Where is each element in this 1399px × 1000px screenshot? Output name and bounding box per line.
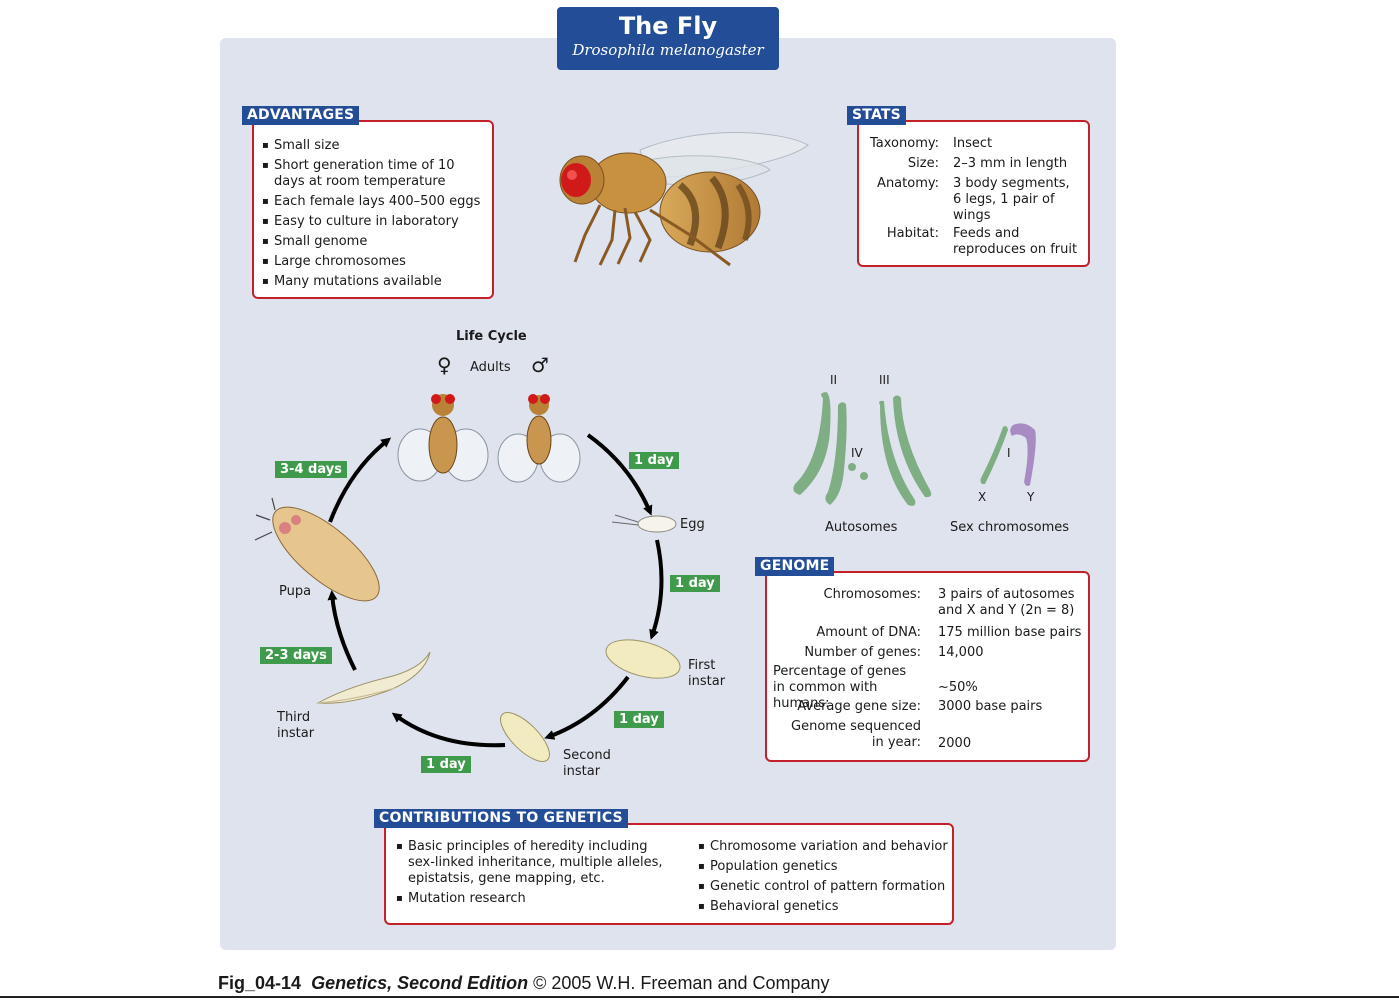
- stats-key: Anatomy:: [877, 176, 939, 191]
- cycle-arrows: [327, 433, 664, 748]
- stats-value: 2–3 mm in length: [953, 156, 1068, 171]
- title: The Fly: [618, 12, 718, 40]
- contribution-item: Population genetics: [698, 859, 948, 875]
- caption-fig: Fig_04-14: [218, 973, 302, 993]
- genome-value: 3 pairs of autosomes and X and Y (2n = 8…: [938, 587, 1075, 618]
- genome-value: ~50%: [938, 680, 978, 695]
- figure-caption: Fig_04-14 Genetics, Second Edition © 200…: [218, 973, 830, 994]
- genome-value: 175 million base pairs: [938, 625, 1082, 640]
- duration-badge: 1 day: [421, 756, 471, 773]
- duration-badge: 1 day: [629, 452, 679, 469]
- contribution-item: Mutation research: [396, 891, 666, 907]
- autosomes-label: Autosomes: [825, 520, 898, 535]
- caption-copyright: © 2005 W.H. Freeman and Company: [533, 973, 830, 993]
- fly-illustration: [559, 132, 809, 267]
- genome-value: 2000: [938, 736, 972, 751]
- genome-key: Average gene size:: [797, 699, 921, 714]
- life-cycle-heading: Life Cycle: [456, 329, 527, 344]
- duration-badge: 3-4 days: [275, 461, 347, 478]
- genome-box: Chromosomes: 3 pairs of autosomes and X …: [765, 571, 1090, 762]
- stats-heading: STATS: [847, 106, 906, 125]
- chromosome-label-iii: III: [879, 373, 890, 387]
- chromosome-label-ii: II: [830, 373, 838, 387]
- chromosome-label-iv: IV: [851, 446, 863, 460]
- stats-value: Insect: [953, 136, 993, 151]
- genome-key: Percentage of genes in common with human…: [773, 664, 907, 711]
- caption-book: Genetics, Second Edition: [311, 973, 529, 993]
- stats-value: Feeds and reproduces on fruit: [953, 226, 1078, 257]
- genome-key: Chromosomes:: [823, 587, 922, 602]
- contribution-item: Behavioral genetics: [698, 899, 948, 915]
- subtitle: Drosophila melanogaster: [572, 41, 764, 59]
- third-instar-illustration: [316, 651, 431, 704]
- second-instar-illustration: [500, 712, 550, 762]
- advantage-item: Short generation time of 10 days at room…: [262, 158, 487, 190]
- chromosome-label-y: Y: [1027, 490, 1035, 504]
- genome-key: Genome sequenced in year:: [791, 719, 921, 750]
- chromosome-label-x: X: [978, 490, 987, 504]
- contributions-heading: CONTRIBUTIONS TO GENETICS: [374, 809, 628, 828]
- genome-key: Amount of DNA:: [816, 625, 921, 640]
- adult-male-illustration: [497, 394, 581, 483]
- genome-key: Number of genes:: [804, 645, 921, 660]
- advantages-heading: ADVANTAGES: [242, 106, 360, 125]
- title-box: The Fly Drosophila melanogaster: [557, 7, 779, 70]
- genome-value: 3000 base pairs: [938, 699, 1043, 714]
- contributions-left-list: Basic principles of heredity including s…: [396, 839, 666, 911]
- advantage-item: Small genome: [262, 234, 487, 250]
- pupa-illustration: [254, 497, 380, 602]
- contributions-box: Basic principles of heredity including s…: [384, 823, 954, 925]
- advantage-item: Many mutations available: [262, 274, 487, 290]
- adult-female-illustration: [397, 394, 489, 482]
- adults-label: Adults: [470, 360, 511, 375]
- first-instar-illustration: [605, 639, 681, 679]
- female-symbol: ♀: [437, 353, 452, 377]
- sex-chromosomes-illustration: [980, 423, 1036, 486]
- male-symbol: ♂: [531, 353, 549, 377]
- contribution-item: Basic principles of heredity including s…: [396, 839, 666, 887]
- stats-value: 3 body segments, 6 legs, 1 pair of wings: [953, 176, 1070, 223]
- stats-key: Size:: [907, 156, 939, 171]
- first-instar-label: First instar: [688, 658, 726, 689]
- duration-badge: 1 day: [670, 575, 720, 592]
- autosomes-illustration: [793, 392, 932, 506]
- egg-label: Egg: [680, 517, 705, 532]
- second-instar-label: Second instar: [563, 748, 611, 779]
- genome-value: 14,000: [938, 645, 984, 660]
- advantages-box: Small size Short generation time of 10 d…: [252, 120, 494, 299]
- advantage-item: Small size: [262, 138, 487, 154]
- stats-key: Habitat:: [886, 226, 939, 241]
- third-instar-label: Third instar: [277, 710, 315, 741]
- bottom-rule: [0, 996, 1399, 998]
- stats-box: Taxonomy: Insect Size: 2–3 mm in length …: [857, 120, 1090, 267]
- pupa-label: Pupa: [279, 584, 312, 599]
- advantage-item: Each female lays 400–500 eggs: [262, 194, 487, 210]
- contributions-right-list: Chromosome variation and behavior Popula…: [698, 839, 948, 919]
- duration-badge: 1 day: [614, 711, 664, 728]
- advantage-item: Easy to culture in laboratory: [262, 214, 487, 230]
- advantage-item: Large chromosomes: [262, 254, 487, 270]
- contribution-item: Genetic control of pattern formation: [698, 879, 948, 895]
- genome-heading: GENOME: [755, 557, 835, 576]
- sex-chromosomes-label: Sex chromosomes: [950, 520, 1070, 535]
- stats-key: Taxonomy:: [870, 136, 939, 151]
- egg-illustration: [611, 514, 677, 533]
- advantages-list: Small size Short generation time of 10 d…: [262, 138, 487, 294]
- duration-badge: 2-3 days: [260, 647, 332, 664]
- chromosome-label-i: I: [1007, 446, 1011, 460]
- contribution-item: Chromosome variation and behavior: [698, 839, 948, 855]
